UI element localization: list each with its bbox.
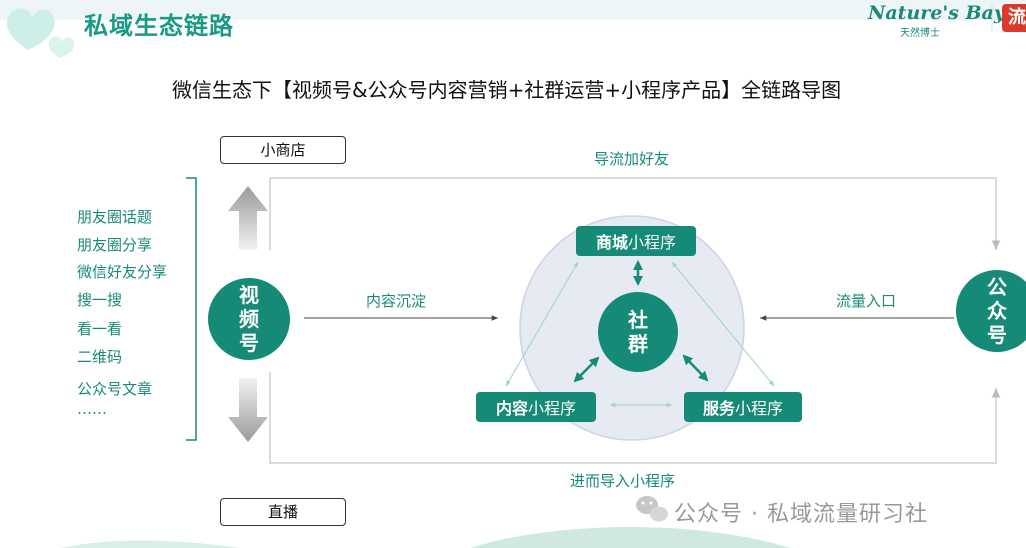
content-node-bold: 内容 — [495, 399, 528, 418]
side-list-item: 看一看 — [77, 320, 123, 338]
diagram-heading: 微信生态下【视频号&公众号内容营销+社群运营+小程序产品】全链路导图 — [172, 78, 842, 102]
bottom-wave-decoration-2 — [470, 527, 790, 548]
edge-label-bottom: 进而导入小程序 — [570, 472, 676, 490]
video-channel-node: 视 频 号 — [208, 278, 290, 360]
brand-logo: Nature's Bay — [868, 2, 1005, 24]
bottom-loop-line — [269, 372, 1001, 464]
mall-service-link — [671, 261, 775, 387]
side-list-item: 微信好友分享 — [77, 263, 168, 281]
edge-label-right: 流量入口 — [836, 292, 897, 310]
side-list-item: 公众号文章 — [77, 380, 153, 398]
up-arrow-icon — [228, 186, 268, 250]
side-list-bracket — [186, 177, 197, 441]
mini-store-box: 小商店 — [220, 136, 346, 164]
partial-logo: 流 — [1002, 4, 1026, 32]
side-list-item: 二维码 — [77, 348, 123, 366]
down-arrow-icon — [228, 378, 268, 442]
side-list-item: 朋友圈话题 — [77, 208, 153, 226]
edge-label-left: 内容沉淀 — [366, 292, 427, 310]
service-node-bold: 服务 — [702, 399, 735, 418]
community-content-link — [573, 356, 600, 383]
side-list-item: 搜一搜 — [77, 291, 123, 309]
content-mini-program-node: 内容小程序 — [476, 392, 596, 422]
edge-label-top: 导流加好友 — [594, 150, 670, 168]
watermark: 公众号 · 私域流量研习社 — [674, 502, 928, 527]
brand-logo-subtitle: 天然博士 — [900, 28, 940, 39]
community-node: 社 群 — [598, 292, 678, 372]
live-stream-box: 直播 — [220, 498, 346, 526]
bottom-wave-decoration — [60, 540, 240, 548]
mall-node-rest: 小程序 — [628, 233, 677, 252]
partial-logo-text: 流 — [1002, 4, 1026, 32]
content-node-rest: 小程序 — [528, 399, 577, 418]
top-loop-line — [270, 177, 1001, 250]
page-title: 私域生态链路 — [84, 12, 234, 40]
mall-mini-program-node: 商城小程序 — [576, 226, 696, 256]
side-list-item: 朋友圈分享 — [77, 236, 153, 254]
mall-content-link — [505, 261, 579, 387]
service-node-rest: 小程序 — [735, 399, 784, 418]
community-service-link — [682, 354, 709, 382]
official-account-node: 公 众 号 — [956, 270, 1026, 352]
service-mini-program-node: 服务小程序 — [684, 392, 802, 422]
side-list-item: …… — [77, 400, 107, 418]
wechat-icon — [636, 496, 668, 522]
mall-node-bold: 商城 — [595, 233, 628, 252]
header-band — [0, 0, 1026, 20]
heart-decoration-icon — [6, 8, 75, 58]
